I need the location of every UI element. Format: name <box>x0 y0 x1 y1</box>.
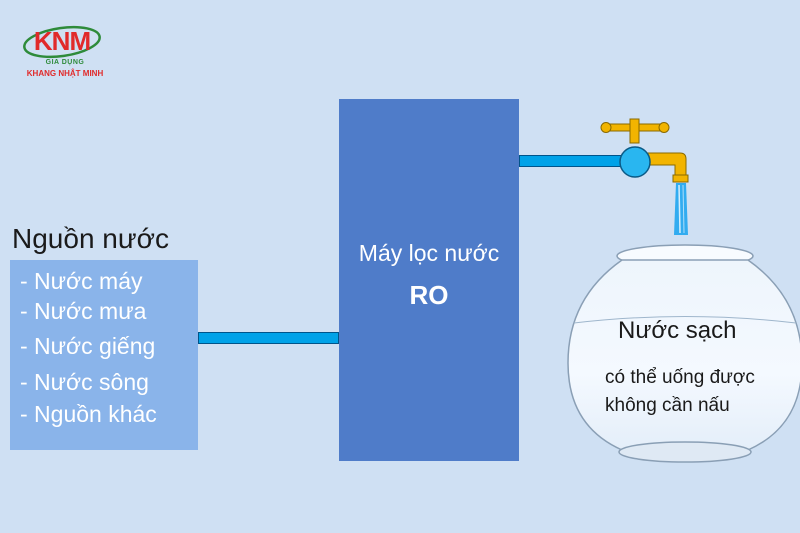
source-item-river: - Nước sông <box>20 369 149 395</box>
clean-water-bowl <box>560 238 800 473</box>
brand-logo: KNM GIA DỤNG KHANG NHẬT MINH <box>10 22 120 84</box>
source-item-well: - Nước giếng <box>20 333 156 359</box>
source-item-other: - Nguồn khác <box>20 401 157 427</box>
faucet-icon <box>600 115 700 245</box>
filter-subtitle: RO <box>409 280 449 310</box>
inlet-pipe <box>198 332 339 344</box>
source-list: - Nước máy - Nước mưa - Nước giếng - Nướ… <box>10 260 198 450</box>
output-line-2: không cần nấu <box>605 395 730 416</box>
source-title: Nguồn nước <box>12 223 169 254</box>
source-item-tap: - Nước máy <box>20 268 143 294</box>
output-line-1: có thể uống được <box>605 367 755 388</box>
filter-title: Máy lọc nước <box>358 240 500 266</box>
ro-filter-block: Máy lọc nước RO <box>339 99 519 461</box>
logo-line-2: KHANG NHẬT MINH <box>26 69 104 78</box>
output-title: Nước sạch <box>618 317 737 344</box>
logo-mark: KNM <box>33 26 91 56</box>
source-item-rain: - Nước mưa <box>20 298 147 324</box>
logo-line-1: GIA DỤNG <box>45 59 85 66</box>
